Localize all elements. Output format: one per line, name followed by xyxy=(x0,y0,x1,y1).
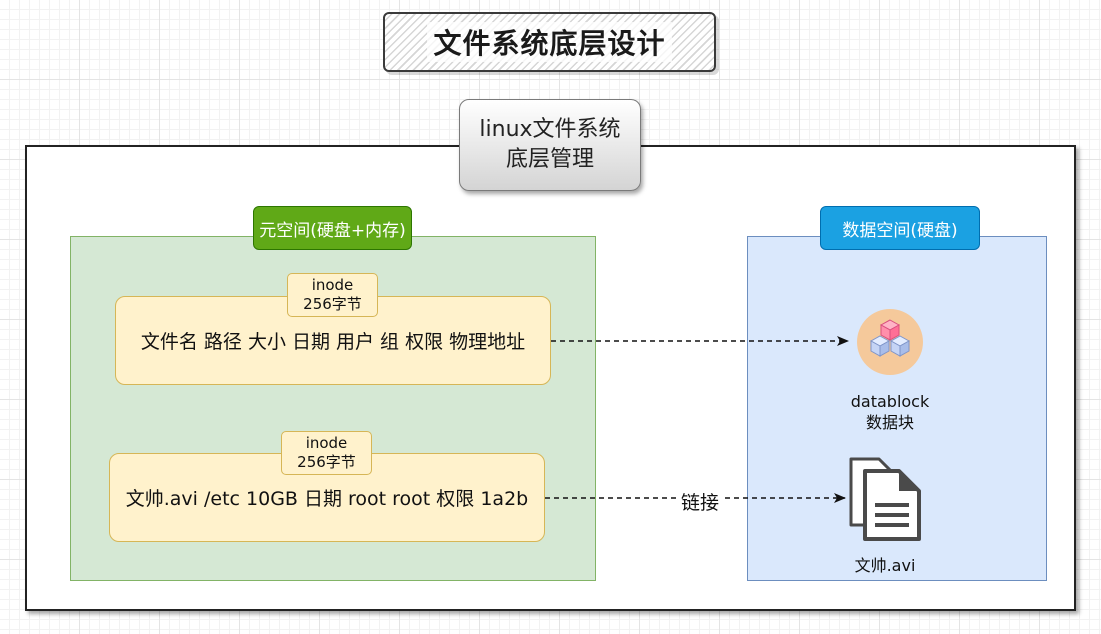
datablock-label-line2: 数据块 xyxy=(865,413,914,432)
inode-row-2-text: 文帅.avi /etc 10GB 日期 root root 权限 1a2b xyxy=(125,488,529,510)
title-box: 文件系统底层设计 xyxy=(383,12,716,72)
document-icon xyxy=(849,457,921,541)
data-space-label-text: 数据空间(硬盘) xyxy=(842,220,958,241)
inode-row-1: 文件名 路径 大小 日期 用户 组 权限 物理地址 xyxy=(115,296,551,385)
inode-tag-2-line1: inode xyxy=(305,434,348,452)
link-label-text: 链接 xyxy=(676,487,723,515)
inode-tag-2: inode 256字节 xyxy=(281,431,372,475)
container-label: linux文件系统 底层管理 xyxy=(459,99,641,191)
inode-row-1-text: 文件名 路径 大小 日期 用户 组 权限 物理地址 xyxy=(140,331,526,353)
datablock-label-line1: datablock xyxy=(850,392,930,411)
datablock-label: datablock 数据块 xyxy=(820,391,960,435)
link-label: 链接 xyxy=(668,485,732,517)
inode-tag-1-line2: 256字节 xyxy=(303,295,362,313)
metadata-space-label: 元空间(硬盘+内存) xyxy=(253,206,412,250)
inode-tag-1: inode 256字节 xyxy=(287,273,378,317)
inode-tag-2-line2: 256字节 xyxy=(297,453,356,471)
page-title: 文件系统底层设计 xyxy=(427,22,672,62)
inode-tag-1-line1: inode xyxy=(311,276,354,294)
metadata-space-label-text: 元空间(硬盘+内存) xyxy=(259,220,406,241)
data-space-section xyxy=(747,236,1047,581)
data-space-label: 数据空间(硬盘) xyxy=(820,206,980,250)
cubes-icon xyxy=(857,309,923,375)
container-label-line1: linux文件系统 xyxy=(479,117,621,142)
file-label: 文帅.avi xyxy=(854,556,916,575)
container-label-line2: 底层管理 xyxy=(505,147,594,172)
